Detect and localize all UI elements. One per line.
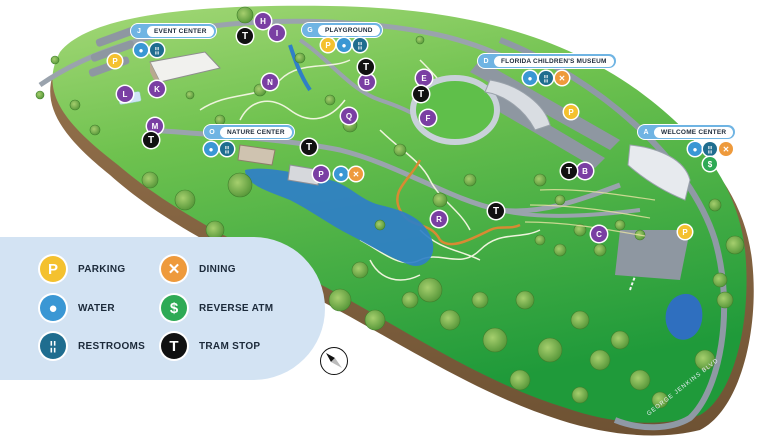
- legend-item-restrooms: ¦¦ RESTROOMS: [40, 333, 145, 359]
- legend-item-water: ● WATER: [40, 295, 115, 321]
- location-pin-l[interactable]: L: [117, 86, 133, 102]
- location-pin-e[interactable]: E: [416, 70, 432, 86]
- museum-building: [484, 79, 551, 131]
- callout-code: D: [483, 57, 489, 65]
- tram-stop-icon[interactable]: T: [561, 163, 577, 179]
- water-icon[interactable]: ●: [523, 71, 537, 85]
- trees: [35, 6, 745, 409]
- callout-code: J: [137, 27, 141, 35]
- location-pin-b-north[interactable]: B: [359, 74, 375, 90]
- dining-icon[interactable]: ✕: [349, 167, 363, 181]
- legend-item-parking: P PARKING: [40, 256, 125, 282]
- buildings: [118, 51, 691, 201]
- tram-stop-icon[interactable]: T: [143, 132, 159, 148]
- tram-stop-icon[interactable]: T: [488, 203, 504, 219]
- callout-name: EVENT CENTER: [147, 25, 214, 37]
- location-pin-p[interactable]: P: [313, 166, 329, 182]
- water-icon[interactable]: ●: [204, 142, 218, 156]
- welcome-center-building: [627, 144, 691, 201]
- parking-icon[interactable]: P: [564, 105, 578, 119]
- parking-icon[interactable]: P: [108, 54, 122, 68]
- parking-icon[interactable]: P: [678, 225, 692, 239]
- dining-icon[interactable]: ✕: [555, 71, 569, 85]
- dining-icon: ✕: [161, 256, 187, 282]
- water-icon[interactable]: ●: [337, 38, 351, 52]
- location-pin-b-east[interactable]: B: [577, 163, 593, 179]
- stream: [288, 44, 312, 92]
- restroom-icon[interactable]: ¦¦: [353, 38, 367, 52]
- parking-lot-welcome: [615, 230, 690, 280]
- location-pin-c[interactable]: C: [591, 226, 607, 242]
- water-icon: ●: [40, 295, 66, 321]
- callout-nature-center[interactable]: O NATURE CENTER: [204, 125, 294, 139]
- callout-florida-childrens-museum[interactable]: D FLORIDA CHILDREN'S MUSEUM: [478, 54, 616, 68]
- parking-icon: P: [40, 256, 66, 282]
- legend-label: WATER: [78, 302, 115, 314]
- tram-stop-icon[interactable]: T: [413, 86, 429, 102]
- water-icon[interactable]: ●: [134, 43, 148, 57]
- event-center-building: [149, 51, 221, 83]
- callout-name: NATURE CENTER: [220, 126, 292, 138]
- restroom-icon[interactable]: ¦¦: [220, 142, 234, 156]
- tram-stop-icon[interactable]: T: [237, 28, 253, 44]
- location-pin-h[interactable]: H: [255, 13, 271, 29]
- callout-event-center[interactable]: J EVENT CENTER: [131, 24, 216, 38]
- callout-code: G: [307, 26, 313, 34]
- legend-label: TRAM STOP: [199, 340, 261, 352]
- legend-item-tram-stop: T TRAM STOP: [161, 333, 260, 359]
- compass-icon: [320, 347, 348, 375]
- location-pin-k[interactable]: K: [149, 81, 165, 97]
- legend-label: REVERSE ATM: [199, 302, 274, 314]
- location-pin-q[interactable]: Q: [341, 108, 357, 124]
- tram-stop-icon: T: [161, 333, 187, 359]
- tram-stop-icon[interactable]: T: [358, 59, 374, 75]
- callout-name: PLAYGROUND: [318, 24, 380, 36]
- legend-label: RESTROOMS: [78, 340, 146, 352]
- callout-code: O: [209, 128, 215, 136]
- callout-name: FLORIDA CHILDREN'S MUSEUM: [494, 55, 614, 67]
- water-icon[interactable]: ●: [688, 142, 702, 156]
- legend-item-reverse-atm: $ REVERSE ATM: [161, 295, 273, 321]
- location-pin-m[interactable]: M: [147, 118, 163, 134]
- location-pin-r[interactable]: R: [431, 211, 447, 227]
- callout-playground[interactable]: G PLAYGROUND: [302, 23, 382, 37]
- reverse-atm-icon[interactable]: $: [703, 157, 717, 171]
- nature-center-building: [237, 144, 276, 166]
- restroom-icon[interactable]: ¦¦: [703, 142, 717, 156]
- restroom-icon[interactable]: ¦¦: [150, 43, 164, 57]
- tram-stop-icon[interactable]: T: [301, 139, 317, 155]
- map-legend: P PARKING ✕ DINING ● WATER $ REVERSE ATM…: [0, 237, 325, 380]
- orange-trail: [396, 159, 521, 246]
- restroom-icon: ¦¦: [40, 333, 66, 359]
- dining-icon[interactable]: ✕: [719, 142, 733, 156]
- lake: [245, 168, 434, 266]
- callout-welcome-center[interactable]: A WELCOME CENTER: [638, 125, 736, 139]
- gardens: [524, 189, 656, 237]
- callout-name: WELCOME CENTER: [654, 126, 734, 138]
- location-pin-i[interactable]: I: [269, 25, 285, 41]
- callout-code: A: [643, 128, 649, 136]
- great-lawn: [410, 75, 500, 145]
- parking-icon[interactable]: P: [321, 38, 335, 52]
- reverse-atm-icon: $: [161, 295, 187, 321]
- legend-label: DINING: [199, 263, 236, 275]
- restroom-icon[interactable]: ¦¦: [539, 71, 553, 85]
- compass-needle-icon: [326, 353, 342, 368]
- pond: [665, 293, 703, 340]
- legend-item-dining: ✕ DINING: [161, 256, 236, 282]
- location-pin-n[interactable]: N: [262, 74, 278, 90]
- legend-label: PARKING: [78, 263, 126, 275]
- location-pin-f[interactable]: F: [420, 110, 436, 126]
- water-icon[interactable]: ●: [334, 167, 348, 181]
